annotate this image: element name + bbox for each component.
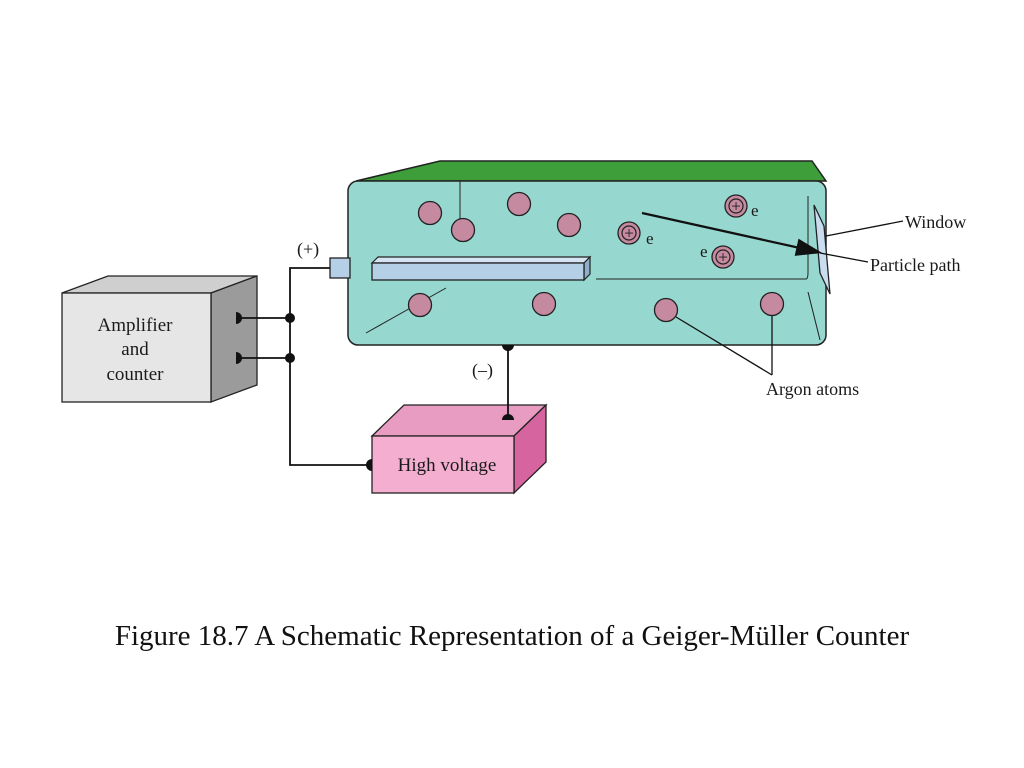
particle-path-label: Particle path [870, 255, 960, 275]
high-voltage-label: High voltage [398, 455, 497, 476]
wiring [236, 267, 514, 471]
argon-atom [407, 292, 433, 318]
argon-atoms-label: Argon atoms [766, 379, 859, 399]
amplifier-counter-box: Amplifier and counter [61, 275, 258, 403]
hv-front-face [371, 435, 515, 494]
figure-caption: Figure 18.7 A Schematic Representation o… [114, 620, 910, 652]
half-dot-connector-icon [502, 414, 514, 420]
junction-dot [285, 353, 295, 363]
positive-terminal-label: (+) [297, 239, 319, 260]
tube-inner-line [365, 287, 447, 334]
argon-atom [556, 212, 582, 238]
tube-inner-line [805, 196, 809, 280]
electron-label: e [751, 201, 759, 220]
ion-charge-label: + [624, 224, 634, 243]
argon-leader-line [675, 316, 773, 376]
ion-pair: + e [700, 242, 735, 269]
argon-atom [653, 297, 679, 323]
window-element [813, 204, 904, 295]
argon-atoms-group [407, 191, 785, 323]
amplifier-label-line1: Amplifier [98, 315, 174, 336]
window-label: Window [905, 212, 966, 232]
tube-top-face [355, 160, 828, 182]
high-voltage-box: High voltage [370, 403, 548, 495]
half-dot-connector-icon [236, 312, 242, 324]
argon-atom [506, 191, 532, 217]
argon-atom [417, 200, 443, 226]
circled-plus-icon [621, 225, 637, 241]
amplifier-label-line3: counter [107, 364, 165, 385]
argon-ion [711, 245, 735, 269]
electrode-top-face [370, 256, 592, 264]
half-dot-connector-icon [502, 345, 514, 351]
argon-ion [617, 221, 641, 245]
argon-atom [759, 291, 785, 317]
ion-charge-label: + [731, 197, 741, 216]
electron-label: e [700, 242, 708, 261]
tube-inner-line [807, 291, 821, 341]
wire-positive [289, 267, 372, 466]
electrode-stub [329, 257, 351, 279]
electron-label: e [646, 229, 654, 248]
junction-dot [285, 313, 295, 323]
circled-plus-icon [728, 198, 744, 214]
electrode-rod [371, 262, 585, 281]
central-electrode [329, 255, 592, 282]
argon-atom [450, 217, 476, 243]
amplifier-front-face [61, 292, 212, 403]
argon-atom [531, 291, 557, 317]
ion-charge-label: + [718, 248, 728, 267]
negative-terminal-label: (–) [472, 360, 493, 381]
circled-plus-icon [715, 249, 731, 265]
window-leader-line [825, 220, 904, 237]
half-dot-connector-icon [366, 459, 372, 471]
ion-pair: + e [724, 194, 759, 220]
gm-tube [347, 160, 828, 346]
amplifier-label-line2: and [121, 339, 149, 360]
half-dot-connector-icon [236, 352, 242, 364]
amplifier-side-face [210, 275, 258, 403]
particle-path-arrow [641, 211, 823, 256]
ion-pair: + e [617, 221, 654, 248]
argon-ion [724, 194, 748, 218]
particle-path-leader-line [819, 252, 869, 263]
